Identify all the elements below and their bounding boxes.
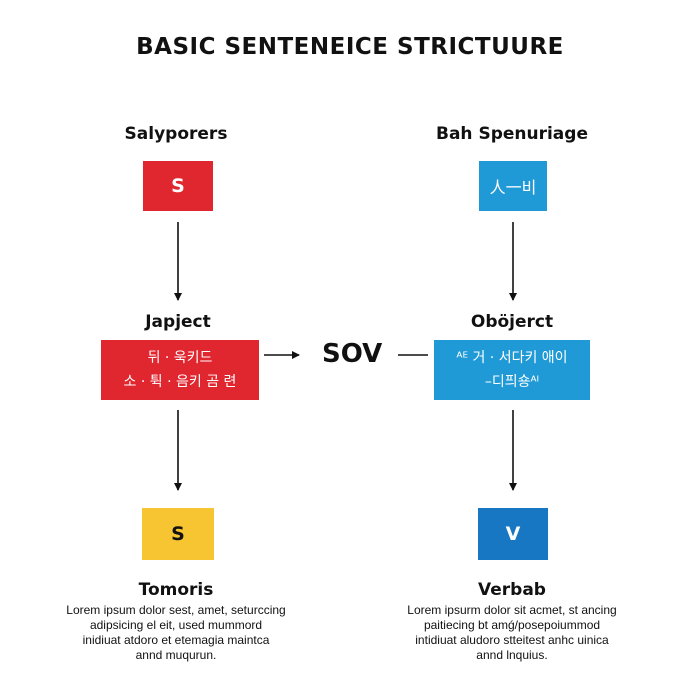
left-mid-box-line2: 소 · 튁 · 음키 곰 련 <box>123 374 237 390</box>
left-desc-line: inidiuat atdoro et etemagia maintca <box>82 633 270 647</box>
left-desc-line: Lorem ipsum dolor sest, amet, seturccing <box>66 603 286 617</box>
right-desc-line: paitiecing bt amǵ/posepoiummod <box>423 618 601 632</box>
left-mid-box: 뒤 · 욱키드 소 · 튁 · 음키 곰 련 <box>101 340 259 400</box>
left-top-box: S <box>143 161 213 211</box>
left-description: Lorem ipsum dolor sest, amet, seturccing… <box>46 603 306 663</box>
right-desc-line: annd lnquius. <box>476 648 548 662</box>
left-desc-line: annd muqurun. <box>135 648 217 662</box>
right-bottom-box: V <box>478 508 548 560</box>
left-bottom-box: S <box>142 508 214 560</box>
center-sov-label: SOV <box>322 339 383 369</box>
left-mid-heading: Japject <box>145 312 211 332</box>
right-mid-box: ᴬᴱ 거 · 서다키 애이 –디픠숑ᴬᴵ <box>434 340 590 400</box>
left-bottom-box-label: S <box>171 523 185 545</box>
right-desc-line: intidiuat aludoro stteitest anhc uinica <box>415 633 609 647</box>
right-bottom-heading: Verbab <box>478 580 546 600</box>
left-top-box-label: S <box>171 175 185 197</box>
left-bottom-heading: Tomoris <box>138 580 214 600</box>
right-mid-box-line2: –디픠숑ᴬᴵ <box>484 374 540 390</box>
right-mid-heading: Oböjerct <box>470 312 554 332</box>
left-desc-line: adipsicing el eit, used mummord <box>89 618 263 632</box>
left-mid-box-line1: 뒤 · 욱키드 <box>147 350 213 366</box>
diagram-title: BASIC SENTENEICE STRICTUURE <box>136 34 564 60</box>
right-mid-box-line1: ᴬᴱ 거 · 서다키 애이 <box>456 350 568 366</box>
right-top-box: 人一비 <box>479 161 547 211</box>
right-top-box-label: 人一비 <box>489 178 537 197</box>
right-top-heading: Bah Spenuriage <box>436 124 588 144</box>
right-description: Lorem ipsurm dolor sit acmet, st ancing … <box>382 603 642 663</box>
right-bottom-box-label: V <box>505 523 521 545</box>
left-top-heading: Salyporers <box>124 124 228 144</box>
right-desc-line: Lorem ipsurm dolor sit acmet, st ancing <box>407 603 617 617</box>
